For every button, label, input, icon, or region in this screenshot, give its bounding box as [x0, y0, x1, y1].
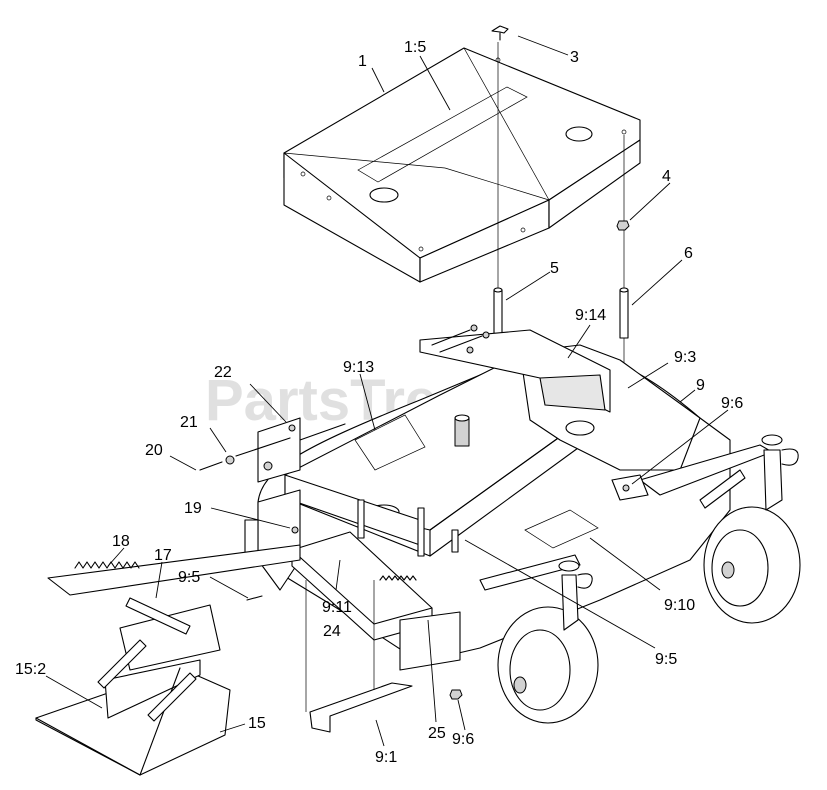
- callout-15: 15: [248, 715, 266, 732]
- callout-9-5-left: 9:5: [178, 569, 200, 586]
- discharge-chute: [35, 544, 301, 776]
- callout-9-5-right: 9:5: [655, 651, 677, 668]
- callout-21: 21: [180, 414, 198, 431]
- callout-1-5: 1:5: [404, 39, 426, 56]
- mower-deck: [199, 324, 773, 700]
- callout-9: 9: [696, 377, 705, 394]
- caster-wheel-left: [497, 560, 599, 724]
- callout-3: 3: [570, 49, 579, 66]
- callout-19: 19: [184, 500, 202, 517]
- callouts: 1 1:5 3 4 5 6 9 9:14 9:3 9:13 9:6 22 21 …: [15, 39, 743, 766]
- callout-9-13: 9:13: [343, 359, 374, 376]
- callout-15-2: 15:2: [15, 661, 46, 678]
- callout-6: 6: [684, 245, 693, 262]
- callout-18: 18: [112, 533, 130, 550]
- callout-9-6-top: 9:6: [721, 395, 743, 412]
- deck-cover: [283, 25, 641, 283]
- rear-bolts: [431, 324, 490, 354]
- standoffs: [493, 287, 629, 339]
- callout-4: 4: [662, 168, 671, 185]
- callout-9-1: 9:1: [375, 749, 397, 766]
- callout-25: 25: [428, 725, 446, 742]
- callout-9-6-bottom: 9:6: [452, 731, 474, 748]
- left-bolts: [199, 423, 346, 471]
- callout-22: 22: [214, 364, 232, 381]
- nut-part-4: [616, 220, 630, 231]
- callout-9-14: 9:14: [575, 307, 606, 324]
- callout-9-3: 9:3: [674, 349, 696, 366]
- deflector-part-9-1: [305, 580, 413, 733]
- leader-lines: [45, 35, 729, 747]
- caster-wheel-right: [703, 434, 801, 624]
- callout-24: 24: [323, 623, 341, 640]
- callout-1: 1: [358, 53, 367, 70]
- callout-20: 20: [145, 442, 163, 459]
- callout-9-10: 9:10: [664, 597, 695, 614]
- callout-9-11: 9:11: [322, 599, 352, 616]
- callout-17: 17: [154, 547, 172, 564]
- callout-5: 5: [550, 260, 559, 277]
